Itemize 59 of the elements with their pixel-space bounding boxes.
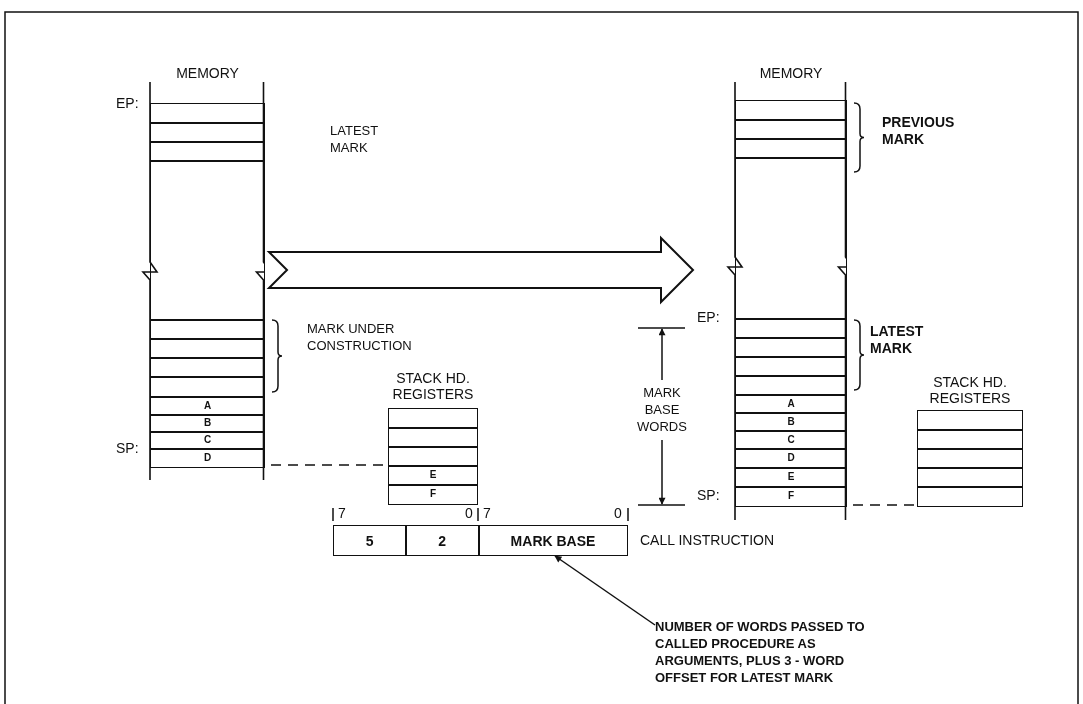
- callout-text: NUMBER OF WORDS PASSED TO CALLED PROCEDURE AS ARGUMENTS, PLUS 3 - WORD OFFSET FOR LATEST MARK: [655, 618, 890, 690]
- memory-cell: B: [150, 414, 265, 433]
- memory-cell: [735, 356, 847, 377]
- memory-cell: [735, 157, 847, 320]
- memory-cell: [150, 122, 265, 143]
- bit-number: 7: [338, 505, 347, 522]
- register-heading: STACK HD. REGISTERS: [391, 370, 475, 402]
- leader-line: [554, 555, 656, 626]
- memory-cell: A: [150, 396, 265, 416]
- memory-cell: [735, 318, 847, 339]
- register-cell: E: [388, 465, 478, 486]
- register-cell: [917, 410, 1023, 431]
- memory-cell: [150, 103, 265, 124]
- instruction-field: 5: [333, 525, 407, 556]
- memory-cell: [735, 119, 847, 140]
- memory-cell: B: [735, 412, 847, 432]
- pointer-label: EP:: [697, 309, 720, 325]
- memory-heading: MEMORY: [175, 65, 240, 81]
- memory-cell: [735, 138, 847, 159]
- memory-cell: [150, 338, 265, 359]
- annotation: MARK UNDER CONSTRUCTION: [307, 320, 413, 354]
- pointer-label: SP:: [116, 440, 139, 456]
- register-cell: F: [388, 484, 478, 505]
- memory-cell: F: [735, 486, 847, 507]
- register-cell: [917, 448, 1023, 469]
- annotation: LATEST MARK: [330, 122, 379, 156]
- memory-cell: [735, 375, 847, 396]
- memory-cell: [150, 319, 265, 340]
- bit-number: 7: [483, 505, 492, 522]
- memory-cell: [150, 376, 265, 398]
- register-heading: STACK HD. REGISTERS: [928, 374, 1012, 406]
- transition-arrow: [266, 235, 695, 305]
- register-cell: [388, 408, 478, 429]
- register-cell: [917, 467, 1023, 488]
- annotation: CALL INSTRUCTION: [640, 532, 776, 549]
- annotation: PREVIOUS MARK: [882, 114, 956, 148]
- memory-cell: [150, 160, 265, 321]
- memory-cell: [150, 357, 265, 378]
- memory-cell: A: [735, 394, 847, 414]
- memory-cell: [150, 141, 265, 162]
- bit-number: 0: [465, 505, 474, 522]
- register-cell: [917, 486, 1023, 507]
- memory-cell: C: [735, 430, 847, 450]
- instruction-field: 2: [405, 525, 480, 556]
- memory-cell: [735, 337, 847, 358]
- memory-heading: MEMORY: [758, 65, 824, 81]
- memory-cell: E: [735, 467, 847, 488]
- bit-number: 0: [614, 505, 623, 522]
- register-cell: [388, 446, 478, 467]
- instruction-field: MARK BASE: [478, 525, 628, 556]
- memory-cell: [735, 100, 847, 121]
- pointer-label: EP:: [116, 95, 139, 111]
- register-cell: [388, 427, 478, 448]
- annotation: LATEST MARK: [870, 323, 925, 357]
- memory-cell: D: [150, 448, 265, 468]
- memory-cell: D: [735, 448, 847, 469]
- pointer-label: SP:: [697, 487, 720, 503]
- register-cell: [917, 429, 1023, 450]
- memory-cell: C: [150, 431, 265, 450]
